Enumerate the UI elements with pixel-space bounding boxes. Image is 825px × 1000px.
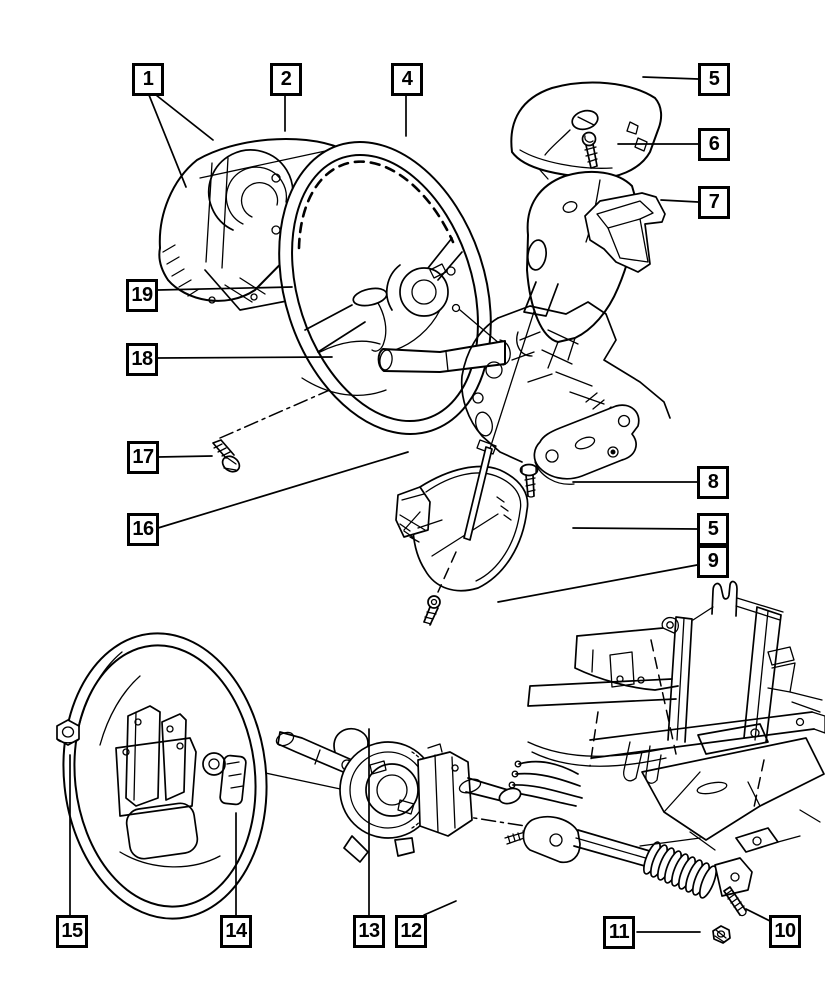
steering-column-assembly-drawing [460, 281, 671, 485]
callout-18[interactable]: 18 [126, 343, 158, 376]
callout-14[interactable]: 14 [220, 915, 252, 948]
leader-lines [69, 76, 771, 933]
callout-5-top[interactable]: 5 [698, 63, 730, 96]
lower-shroud-drawing [395, 465, 529, 592]
callout-1[interactable]: 1 [132, 63, 164, 96]
screw-9-drawing [423, 439, 497, 626]
callout-9[interactable]: 9 [697, 545, 729, 578]
callout-10[interactable]: 10 [769, 915, 801, 948]
callout-19[interactable]: 19 [126, 279, 158, 312]
callout-4[interactable]: 4 [391, 63, 423, 96]
clockspring-switch-assembly-drawing [275, 727, 522, 863]
stud-10-drawing [723, 886, 747, 917]
frame-7-drawing [584, 192, 666, 273]
tilt-lever-drawing [377, 339, 511, 373]
callout-2[interactable]: 2 [270, 63, 302, 96]
callout-16[interactable]: 16 [127, 513, 159, 546]
callout-15[interactable]: 15 [56, 915, 88, 948]
steering-wheel-lower-drawing [62, 632, 268, 920]
dash-panel-bracket-drawing [527, 580, 825, 853]
callout-8[interactable]: 8 [697, 466, 729, 499]
callout-11[interactable]: 11 [603, 916, 635, 949]
callout-7[interactable]: 7 [698, 186, 730, 219]
callout-17[interactable]: 17 [127, 441, 159, 474]
callout-13[interactable]: 13 [353, 915, 385, 948]
nut-11-drawing [712, 925, 731, 944]
screw-6-drawing [581, 131, 598, 169]
bolt-17-drawing [212, 439, 241, 473]
callout-12[interactable]: 12 [395, 915, 427, 948]
hex-nut-15-drawing [56, 719, 80, 746]
callout-5-mid[interactable]: 5 [697, 513, 729, 546]
callout-6[interactable]: 6 [698, 128, 730, 161]
wiring-harness-drawing [508, 760, 583, 807]
intermediate-shaft-drawing [504, 815, 753, 899]
screw-8-drawing [519, 463, 539, 498]
